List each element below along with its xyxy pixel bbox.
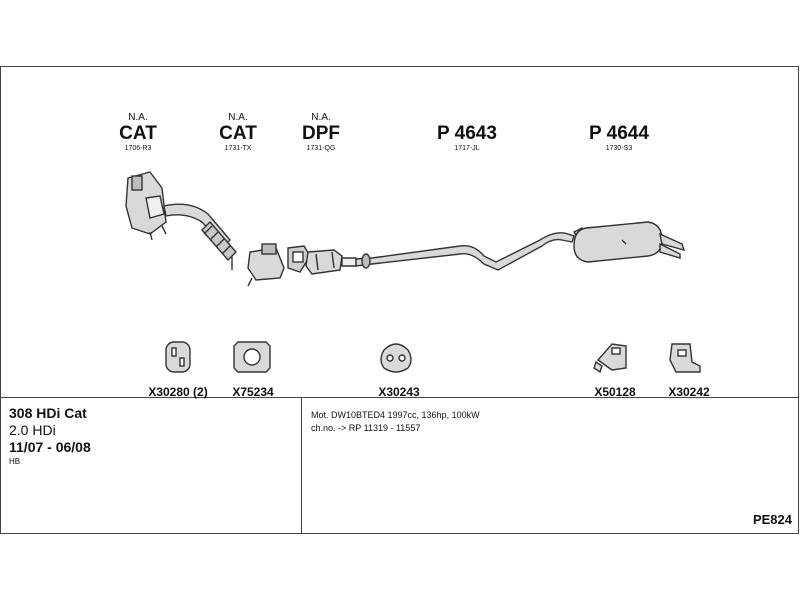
divider-vertical (301, 397, 302, 534)
vehicle-info: 308 HDi Cat 2.0 HDi 11/07 - 06/08 HB (9, 405, 91, 468)
part-label-dpf[interactable]: N.A. DPF 1731-QG (302, 112, 340, 154)
part-code: 1730-S3 (605, 145, 633, 152)
part-kind: CAT (219, 123, 257, 144)
part-label-p4644[interactable]: P 4644 1730-S3 (589, 124, 649, 154)
chassis-note: ch.no. -> RP 11319 - 11557 (311, 423, 421, 433)
part-status: N.A. (128, 112, 148, 123)
rear-silencer-icon[interactable] (573, 221, 686, 263)
accessory-label-x75234[interactable]: X75234 (232, 385, 274, 399)
part-label-cat-2[interactable]: N.A. CAT 1731-TX (219, 112, 257, 154)
part-kind: P 4644 (589, 123, 649, 144)
part-label-p4643[interactable]: P 4643 1717-JL (437, 124, 497, 154)
engine-notes: Mot. DW10BTED4 1997cc, 136hp, 100kW ch.n… (311, 409, 480, 435)
catalytic-converter-1-icon[interactable] (125, 171, 167, 241)
accessory-label-x50128[interactable]: X50128 (594, 385, 636, 399)
motor-note: Mot. DW10BTED4 1997cc, 136hp, 100kW (311, 410, 480, 420)
rubber-mount-x30280-icon[interactable] (165, 341, 191, 373)
vehicle-body: HB (9, 457, 21, 466)
gasket-x75234-icon[interactable] (233, 341, 271, 373)
part-code: 1706-R3 (124, 145, 152, 152)
part-code: 1731-QG (306, 145, 336, 152)
accessory-label-x30243[interactable]: X30243 (378, 385, 420, 399)
part-kind: CAT (119, 123, 157, 144)
part-status: N.A. (311, 112, 331, 123)
bracket-x50128-icon[interactable] (593, 343, 627, 374)
vehicle-engine: 2.0 HDi (9, 422, 56, 438)
dpf-filter-icon[interactable] (287, 245, 357, 275)
diagram-reference: PE824 (752, 512, 792, 527)
part-code: 1731-TX (224, 145, 252, 152)
part-kind: P 4643 (437, 123, 497, 144)
middle-pipe-icon[interactable] (355, 232, 575, 271)
catalytic-converter-2-icon[interactable] (247, 243, 285, 287)
accessory-label-x30280[interactable]: X30280 (2) (148, 385, 208, 399)
divider-horizontal (1, 397, 798, 398)
bracket-x30242-icon[interactable] (669, 343, 701, 373)
rubber-hanger-x30243-icon[interactable] (380, 343, 412, 373)
vehicle-years: 11/07 - 06/08 (9, 439, 91, 455)
part-status: N.A. (228, 112, 248, 123)
diagram-frame: N.A. CAT 1706-R3 N.A. CAT 1731-TX N.A. D… (0, 66, 799, 534)
flex-pipe-icon[interactable] (163, 203, 237, 270)
accessory-label-x30242[interactable]: X30242 (668, 385, 710, 399)
vehicle-model: 308 HDi Cat (9, 405, 87, 421)
part-kind: DPF (302, 123, 340, 144)
part-label-cat-1[interactable]: N.A. CAT 1706-R3 (119, 112, 157, 154)
part-code: 1717-JL (454, 145, 480, 152)
